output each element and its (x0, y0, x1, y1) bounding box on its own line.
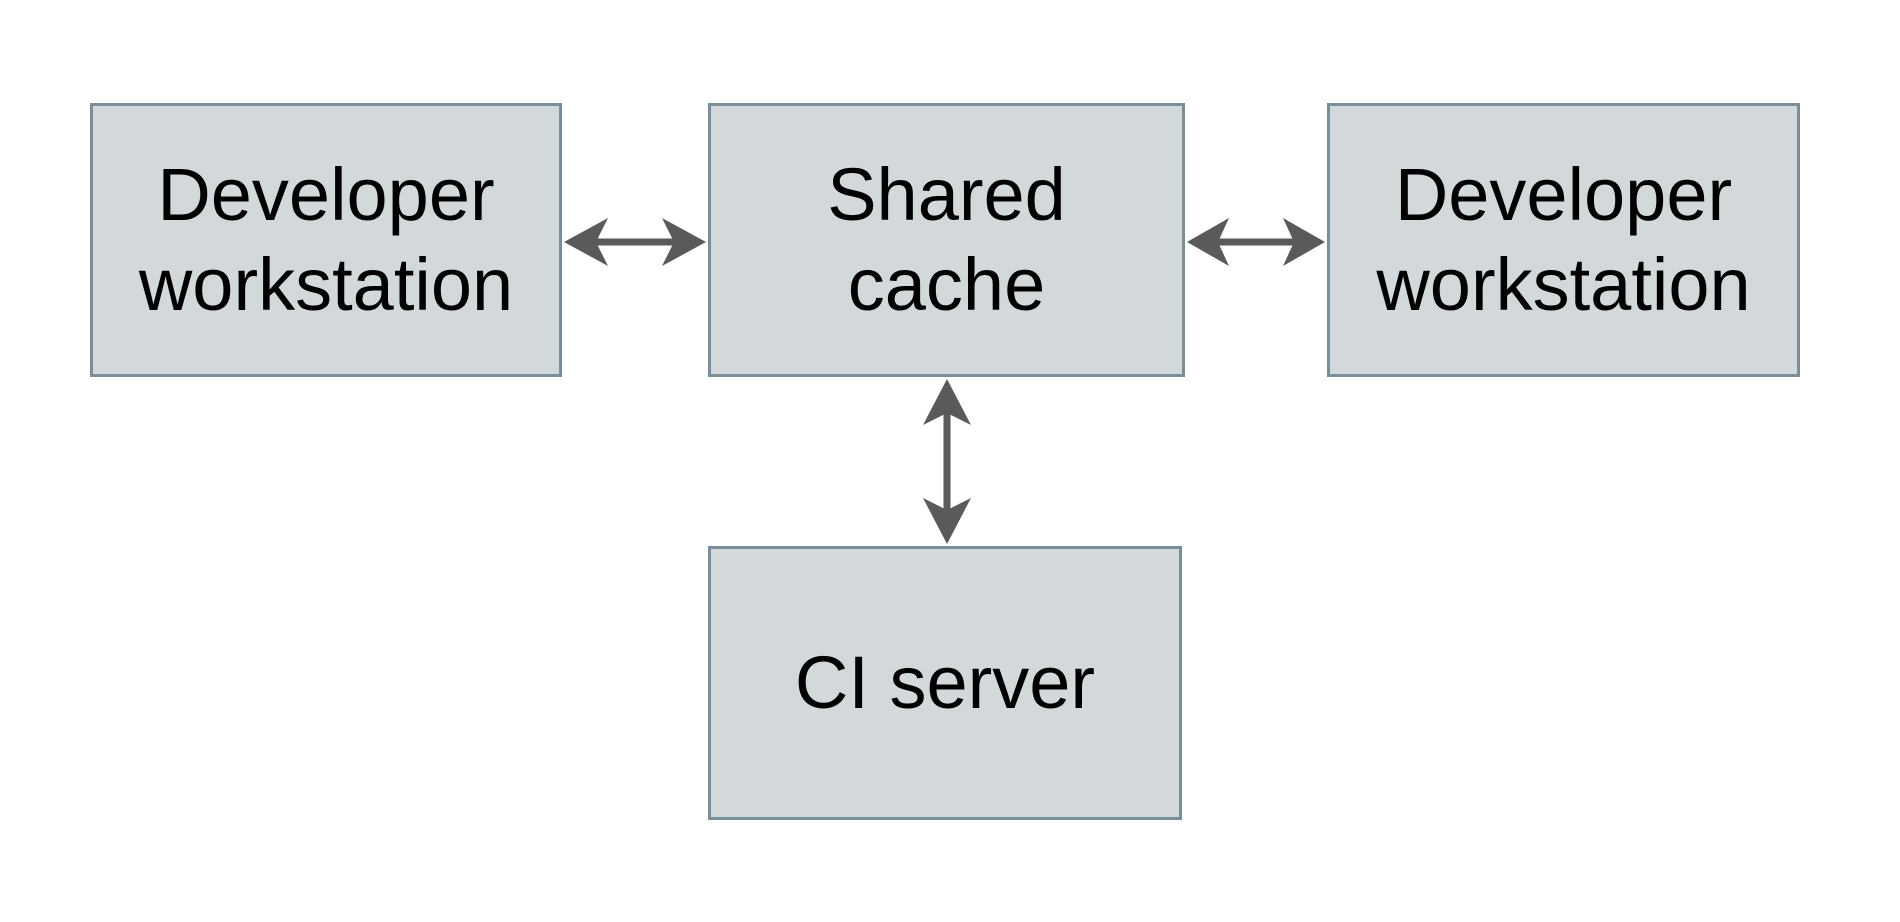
node-developer-workstation-left-label: Developer workstation (138, 152, 514, 326)
node-shared-cache-label: Shared cache (827, 152, 1066, 326)
node-ci-server: CI server (708, 546, 1182, 820)
node-developer-workstation-right: Developer workstation (1327, 103, 1800, 377)
double-arrow-horizontal-left-icon (564, 218, 706, 266)
double-arrow-horizontal-right-icon (1187, 218, 1325, 266)
node-ci-server-label: CI server (794, 640, 1096, 724)
double-arrow-vertical-icon (923, 379, 971, 544)
node-developer-workstation-right-label: Developer workstation (1376, 152, 1751, 326)
node-shared-cache: Shared cache (708, 103, 1185, 377)
node-developer-workstation-left: Developer workstation (90, 103, 562, 377)
